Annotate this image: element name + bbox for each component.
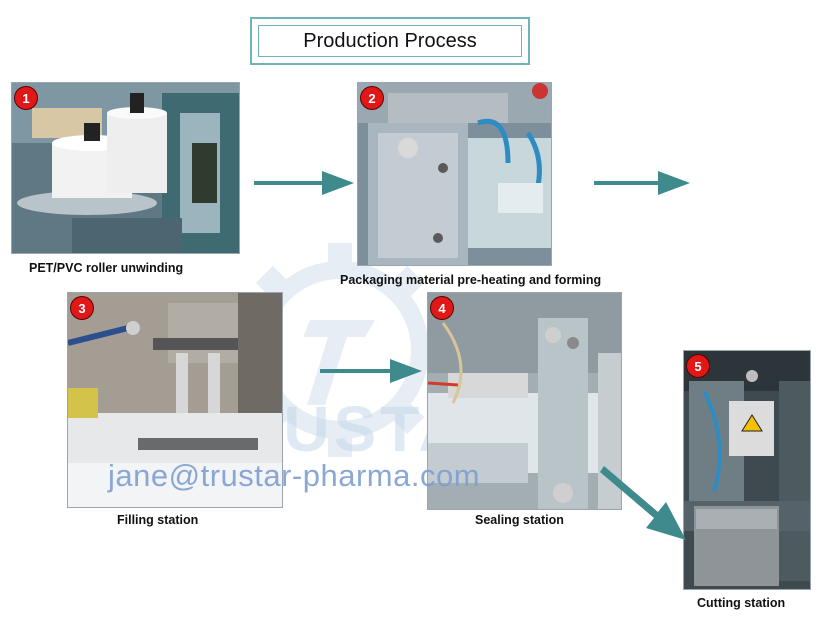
- watermark-email: jane@trustar-pharma.com: [108, 458, 480, 494]
- step-3-badge: 3: [71, 297, 93, 319]
- step-2-photo: 2: [358, 83, 551, 265]
- step-2-badge: 2: [361, 87, 383, 109]
- step-4-badge: 4: [431, 297, 453, 319]
- arrow-step-3-to-4: [318, 356, 424, 386]
- step-1-badge: 1: [15, 87, 37, 109]
- step-1-photo: 1: [12, 83, 239, 253]
- arrow-step-2-continue: [592, 168, 692, 198]
- title-box: Production Process: [250, 17, 530, 65]
- arrow-step-1-to-2: [252, 168, 356, 198]
- step-4-caption: Sealing station: [475, 513, 564, 527]
- arrow-step-4-to-5: [600, 462, 690, 544]
- page-title: Production Process: [258, 25, 522, 57]
- step-3-caption: Filling station: [117, 513, 198, 527]
- step-5-badge: 5: [687, 355, 709, 377]
- step-5-caption: Cutting station: [697, 596, 785, 610]
- step-2-caption: Packaging material pre-heating and formi…: [340, 273, 601, 287]
- step-1-caption: PET/PVC roller unwinding: [29, 261, 183, 275]
- step-5-photo: 5: [684, 351, 810, 589]
